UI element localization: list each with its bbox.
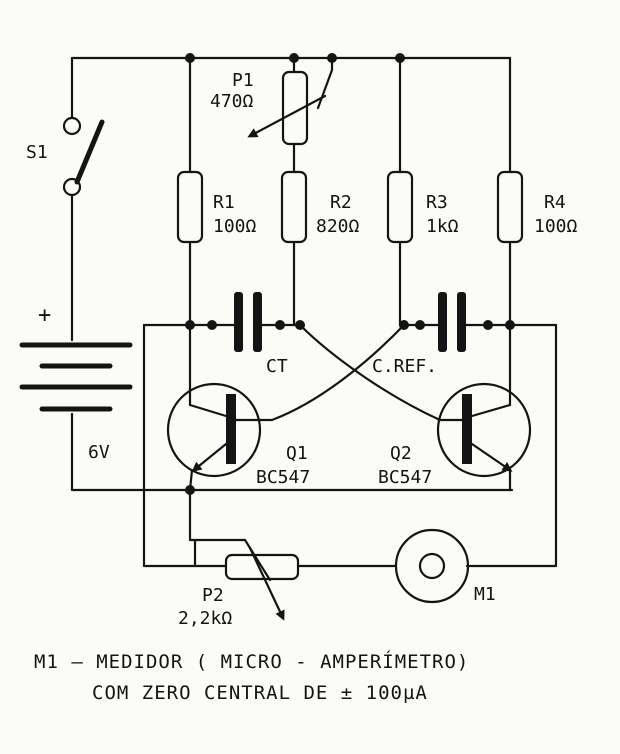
transistor-q2 — [436, 382, 532, 492]
meter-loop-wires — [142, 323, 558, 568]
r3-ref-label: R3 — [426, 192, 448, 213]
caption-line-2: COM ZERO CENTRAL DE ± 100µA — [92, 682, 428, 704]
r2-ref-label: R2 — [330, 192, 352, 213]
s1-label: S1 — [26, 142, 48, 163]
resistor-r2 — [280, 170, 308, 327]
potentiometer-p1 — [247, 56, 334, 174]
battery-polarity-label: + — [38, 303, 51, 328]
ct-label: CT — [266, 356, 288, 377]
q1-ref-label: Q1 — [286, 443, 308, 464]
p2-value-label: 2,2kΩ — [178, 608, 232, 629]
top-rail-wire — [70, 56, 512, 120]
r1-ref-label: R1 — [213, 192, 235, 213]
r1-value-label: 100Ω — [213, 216, 257, 237]
q1-type-label: BC547 — [256, 467, 310, 488]
q2-ref-label: Q2 — [390, 443, 412, 464]
m1-label: M1 — [474, 584, 496, 605]
p1-value-label: 470Ω — [210, 91, 254, 112]
caption-line-1: M1 – MEDIDOR ( MICRO - AMPERÍMETRO) — [34, 650, 469, 673]
cross-coupling-wires — [270, 323, 442, 422]
r2-value-label: 820Ω — [316, 216, 360, 237]
r4-ref-label: R4 — [544, 192, 566, 213]
junction-dots — [185, 53, 515, 495]
resistor-r1 — [176, 56, 204, 407]
q2-type-label: BC547 — [378, 467, 432, 488]
transistor-q1 — [166, 382, 274, 492]
potentiometer-p2 — [188, 488, 398, 621]
p2-ref-label: P2 — [202, 585, 224, 606]
r3-value-label: 1kΩ — [426, 216, 459, 237]
switch-s1 — [62, 116, 105, 342]
battery-voltage-label: 6V — [88, 442, 110, 463]
capacitor-ct — [188, 292, 306, 352]
cref-label: C.REF. — [372, 356, 437, 377]
p1-ref-label: P1 — [232, 70, 254, 91]
battery — [19, 342, 514, 492]
r4-value-label: 100Ω — [534, 216, 578, 237]
meter-m1 — [394, 528, 470, 604]
resistor-r3 — [386, 56, 414, 327]
resistor-r4 — [496, 56, 524, 407]
